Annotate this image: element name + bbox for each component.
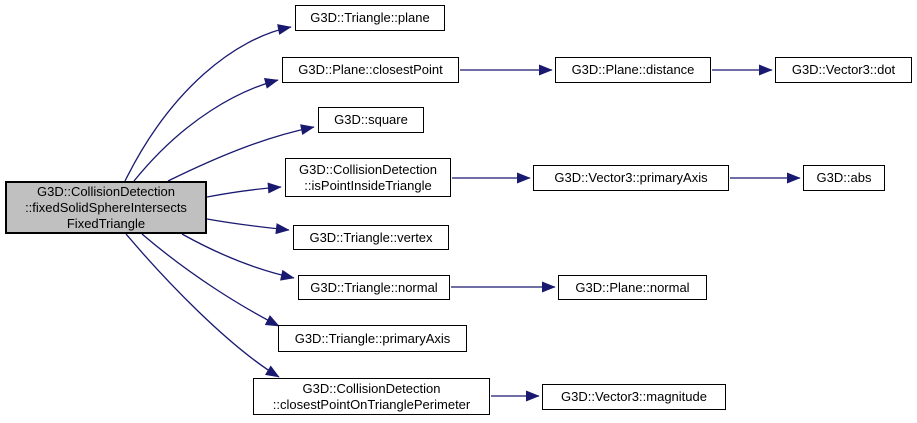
node-label: G3D::Vector3::magnitude xyxy=(561,389,707,404)
node-ispointinsidetriangle[interactable]: G3D::CollisionDetection::isPointInsideTr… xyxy=(285,158,451,197)
node-label: G3D::Plane::normal xyxy=(575,279,690,295)
node-label: G3D::Plane::distance xyxy=(571,62,695,77)
node-triangle-normal[interactable]: G3D::Triangle::normal xyxy=(298,275,450,300)
node-triangle-vertex[interactable]: G3D::Triangle::vertex xyxy=(293,225,449,250)
edge-fixedsolidsphereintersectsfixedtriangle--plane-closestpoint xyxy=(133,78,279,182)
node-label: G3D::abs xyxy=(816,170,872,185)
node-vector3-dot[interactable]: G3D::Vector3::dot xyxy=(775,57,912,83)
node-plane-closestpoint[interactable]: G3D::Plane::closestPoint xyxy=(282,57,459,83)
node-label: G3D::CollisionDetection xyxy=(298,161,437,177)
node-label: G3D::Triangle::plane xyxy=(310,10,430,25)
node-label: G3D::Triangle::normal xyxy=(310,279,438,295)
node-label: G3D::Plane::closestPoint xyxy=(298,62,443,77)
node-label: G3D::CollisionDetection xyxy=(302,380,441,396)
node-plane-distance[interactable]: G3D::Plane::distance xyxy=(555,57,711,83)
edge-fixedsolidsphereintersectsfixedtriangle--triangle-plane xyxy=(124,24,292,182)
node-label: G3D::Vector3::primaryAxis xyxy=(554,170,708,185)
edge-fixedsolidsphereintersectsfixedtriangle--triangle-primaryaxis xyxy=(141,233,280,327)
node-label: ::closestPointOnTrianglePerimeter xyxy=(272,396,471,412)
edge-fixedsolidsphereintersectsfixedtriangle--closestpointontriangleperimeter xyxy=(125,233,280,378)
node-label: G3D::CollisionDetection xyxy=(36,183,175,199)
node-label: G3D::square xyxy=(334,112,408,127)
node-label: G3D::Triangle::vertex xyxy=(309,229,433,245)
node-label: G3D::Triangle::primaryAxis xyxy=(294,330,451,346)
node-abs[interactable]: G3D::abs xyxy=(803,165,885,191)
node-vector3-magnitude[interactable]: G3D::Vector3::magnitude xyxy=(542,384,726,410)
node-vector3-primaryaxis[interactable]: G3D::Vector3::primaryAxis xyxy=(533,165,729,191)
edge-fixedsolidsphereintersectsfixedtriangle--triangle-vertex xyxy=(206,218,290,235)
node-closestpointontriangleperimeter[interactable]: G3D::CollisionDetection::closestPointOnT… xyxy=(253,378,490,415)
node-square[interactable]: G3D::square xyxy=(318,107,424,133)
node-fixedsolidsphereintersectsfixedtriangle[interactable]: G3D::CollisionDetection::fixedSolidSpher… xyxy=(5,181,207,234)
node-label: G3D::Vector3::dot xyxy=(791,62,896,77)
node-triangle-plane[interactable]: G3D::Triangle::plane xyxy=(295,5,445,31)
node-plane-normal[interactable]: G3D::Plane::normal xyxy=(558,275,707,300)
node-label: ::isPointInsideTriangle xyxy=(304,177,432,193)
node-label: ::fixedSolidSphereIntersects xyxy=(25,199,187,215)
edge-fixedsolidsphereintersectsfixedtriangle--ispointinsidetriangle xyxy=(206,182,282,198)
edge-fixedsolidsphereintersectsfixedtriangle--triangle-normal xyxy=(181,233,295,281)
node-triangle-primaryaxis[interactable]: G3D::Triangle::primaryAxis xyxy=(278,325,467,352)
edge-fixedsolidsphereintersectsfixedtriangle--square xyxy=(167,124,315,182)
node-label: FixedTriangle xyxy=(66,215,146,231)
